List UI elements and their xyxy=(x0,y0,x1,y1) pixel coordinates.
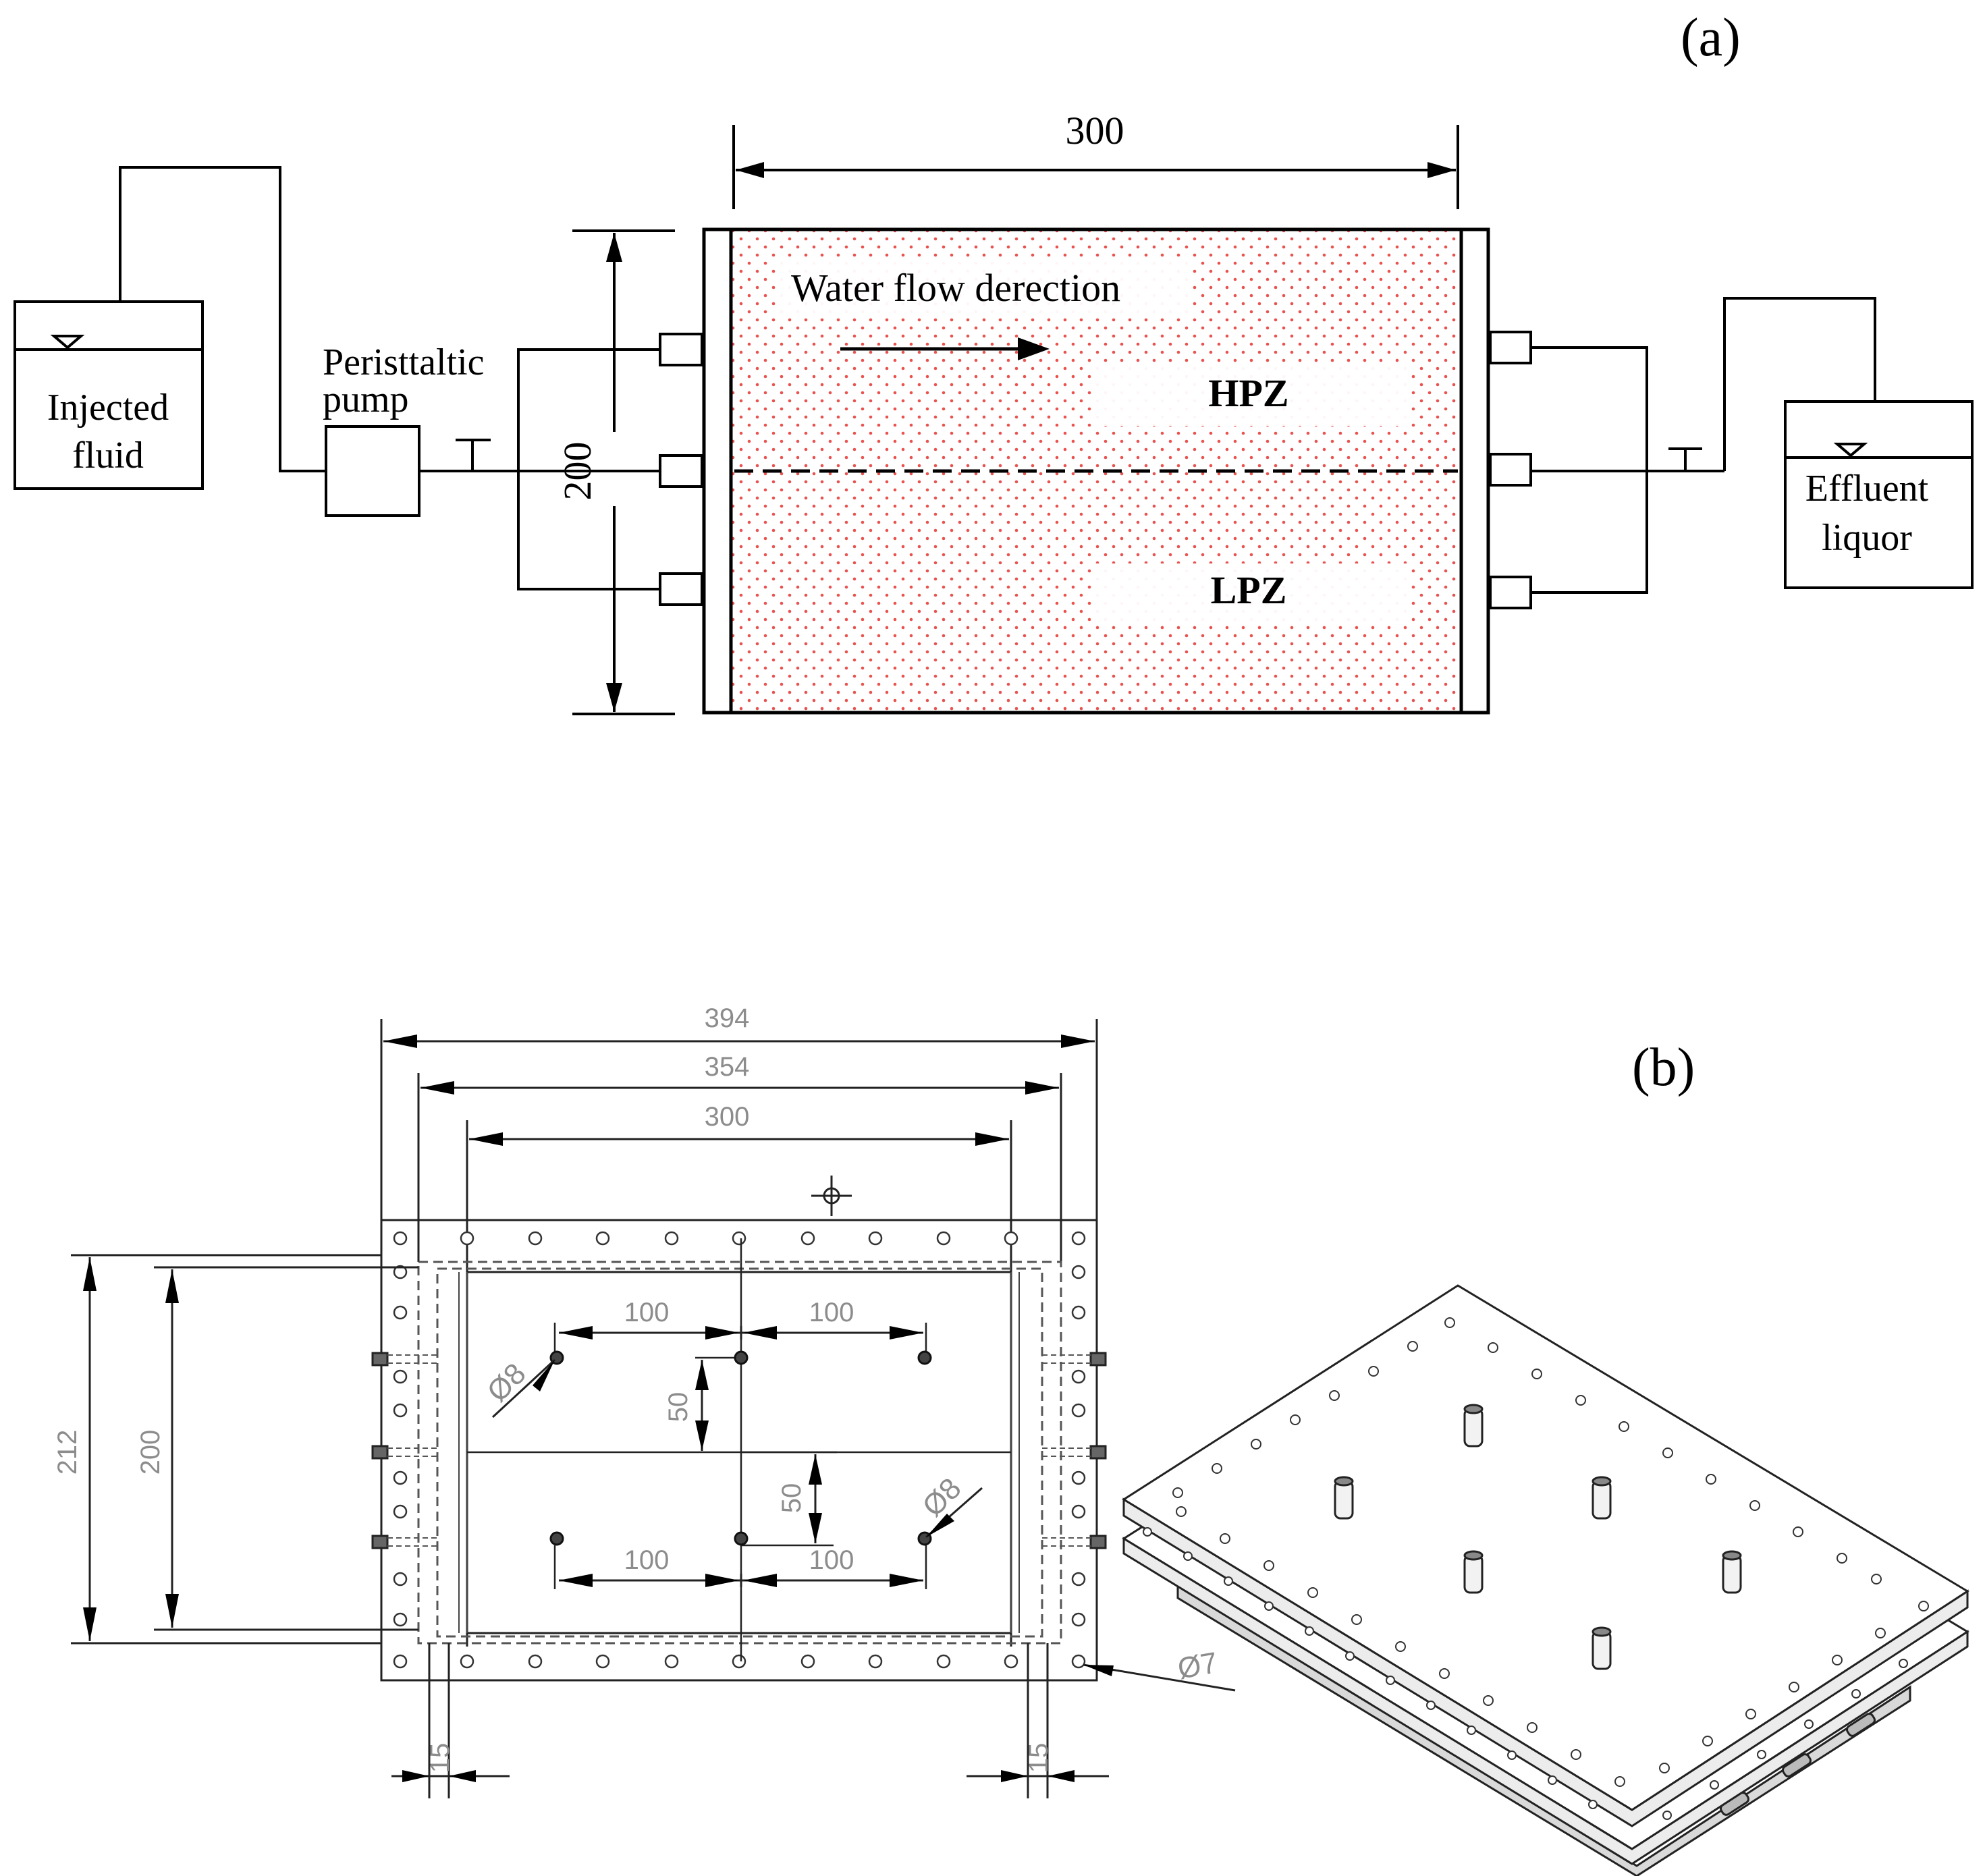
dim-50-label-upper: 50 xyxy=(663,1392,693,1423)
effluent-tank xyxy=(1784,400,1974,589)
dim-100-label-tr: 100 xyxy=(809,1298,854,1327)
plate-outline xyxy=(380,1219,1098,1682)
isometric-tank-view xyxy=(1122,1284,1969,1876)
dim-394-label: 394 xyxy=(705,1003,750,1033)
effluent-line2: liquor xyxy=(1822,517,1912,559)
lpz-label-bg xyxy=(1093,563,1411,623)
dia-8-arrows xyxy=(533,1360,954,1537)
side-port-tubes xyxy=(387,1354,1091,1547)
dim-15-label-right: 15 xyxy=(1024,1743,1054,1773)
flow-label-bg xyxy=(776,260,1191,315)
panel-b-label: (b) xyxy=(1632,1038,1695,1097)
left-dimensions xyxy=(71,1254,418,1645)
side-ports-right xyxy=(1089,1352,1107,1549)
iso-sampling-posts xyxy=(1334,1404,1742,1670)
dim-100-arrows xyxy=(559,1326,923,1587)
iso-bottom-edge xyxy=(1176,1584,1911,1876)
effluent-line1: Effluent xyxy=(1805,468,1929,509)
inner-channel xyxy=(417,1261,1062,1645)
dia-7-label: Ø7 xyxy=(1175,1646,1220,1685)
flow-direction-label: Water flow derection xyxy=(791,266,1120,310)
dim-100-label-br: 100 xyxy=(809,1545,854,1575)
dimension-200-label-bg xyxy=(586,432,643,506)
pump-label-line1: Peristtaltic xyxy=(323,341,485,383)
dim-100-lines xyxy=(559,1326,923,1587)
panel-b: (b) 394 354 300 xyxy=(53,1003,1969,1876)
dia-8-leaders xyxy=(491,1358,983,1539)
panel-a-label: (a) xyxy=(1681,8,1741,67)
dim-50-arrows xyxy=(695,1360,822,1543)
dim-15-label-left: 15 xyxy=(425,1743,455,1773)
dim-300-label: 300 xyxy=(705,1102,750,1132)
hpz-label: HPZ xyxy=(1208,371,1288,415)
outlet-ports xyxy=(1489,331,1532,609)
center-mark-icon xyxy=(811,1176,852,1216)
dim-100-label-bl: 100 xyxy=(624,1545,670,1575)
top-dimension-arrows xyxy=(383,1034,1095,1146)
sampling-ports xyxy=(549,1350,932,1546)
dia-8-label-left: Ø8 xyxy=(481,1357,532,1408)
centerlines xyxy=(467,1238,1011,1661)
iso-lower-holes xyxy=(1143,1527,1908,1820)
iso-upper-plate-top xyxy=(1122,1284,1969,1811)
bottom-dimension-arrows xyxy=(402,1770,1075,1782)
right-end-plate xyxy=(1459,227,1490,715)
dim-212-label: 212 xyxy=(53,1430,82,1475)
left-end-plate xyxy=(702,227,733,715)
iso-bolt-holes xyxy=(1172,1317,1929,1787)
screen-left xyxy=(458,1272,468,1633)
inlet-manifold xyxy=(419,348,660,590)
dim-100-label-tl: 100 xyxy=(624,1298,670,1327)
injected-fluid-line1: Injected xyxy=(47,387,169,429)
peristaltic-pump xyxy=(325,425,420,517)
dia-8-label-right: Ø8 xyxy=(916,1472,967,1523)
lpz-label: LPZ xyxy=(1211,568,1287,612)
injected-fluid-tank xyxy=(13,166,326,490)
hpz-label-bg xyxy=(1093,366,1411,426)
screen-right xyxy=(1010,1272,1020,1633)
side-ports-left xyxy=(371,1352,389,1549)
left-dimension-arrows xyxy=(83,1257,179,1641)
dimension-300-a xyxy=(732,125,1459,209)
pump-label-line2: pump xyxy=(323,379,409,420)
iso-lower-plate-side xyxy=(1122,1537,1969,1865)
dim-354-label: 354 xyxy=(705,1052,750,1082)
panel-a: (a) 300 200 Water flow derection xyxy=(13,8,1974,715)
inlet-ports xyxy=(659,333,703,606)
flow-arrow-icon xyxy=(840,337,1050,360)
bolt-holes xyxy=(393,1231,1086,1669)
dim-50-label-lower: 50 xyxy=(777,1483,807,1514)
dimension-300-label: 300 xyxy=(1066,109,1124,153)
dim-200-label: 200 xyxy=(136,1430,165,1475)
outlet-manifold xyxy=(1531,297,1876,594)
iso-side-ports xyxy=(1719,1713,1876,1816)
injected-fluid-line2: fluid xyxy=(72,435,144,476)
dia-7-arrow xyxy=(1083,1665,1114,1676)
